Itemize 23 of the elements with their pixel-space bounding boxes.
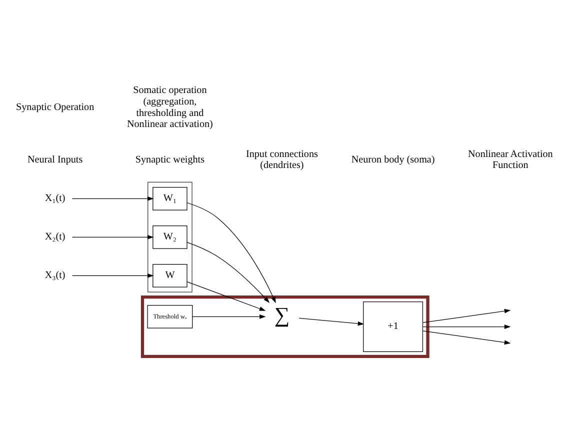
label: Somatic operation (aggregation, thresholding and Nonlinear activation) (126, 84, 213, 130)
node-box: W₁ (152, 186, 188, 210)
label: Input connections (dendrites) (246, 148, 318, 171)
label: Neuron body (soma) (351, 154, 435, 166)
node-box: W₂ (152, 224, 188, 248)
node-text: ∑ (274, 302, 290, 327)
arrow (186, 202, 276, 303)
node-text: X₂(t) (44, 231, 66, 242)
label: Synaptic weights (135, 154, 205, 166)
arrow (72, 272, 154, 278)
node-box: W (152, 263, 188, 287)
label: Neural Inputs (28, 154, 83, 166)
arrow (186, 241, 270, 302)
arrow (72, 196, 154, 200)
label: Nonlinear Activation Function (468, 148, 553, 171)
node-text: X₁(t) (44, 192, 66, 204)
arrow (186, 280, 266, 310)
arrow (298, 317, 364, 326)
node-box: +1 (363, 301, 424, 352)
arrow (192, 314, 266, 318)
label: Synaptic Operation (16, 102, 94, 113)
arrow (72, 234, 154, 239)
node-text: X₃(t) (44, 270, 66, 281)
